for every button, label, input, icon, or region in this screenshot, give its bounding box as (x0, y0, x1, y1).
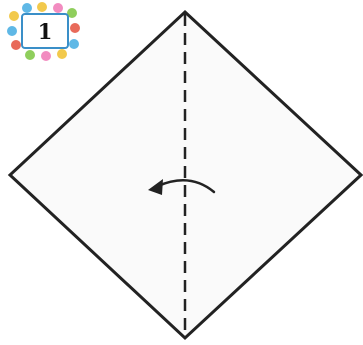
frame-dot-6 (57, 49, 67, 59)
frame-dot-2 (7, 26, 17, 36)
step-badge: 1 (7, 2, 80, 61)
frame-dot-1 (9, 11, 19, 21)
frame-dot-3 (11, 40, 21, 50)
frame-dot-4 (25, 50, 35, 60)
frame-dot-10 (53, 3, 63, 13)
frame-dot-11 (37, 2, 47, 12)
frame-dot-5 (41, 51, 51, 61)
frame-dot-12 (22, 3, 32, 13)
frame-dot-8 (70, 23, 80, 33)
frame-dot-7 (69, 39, 79, 49)
step-number: 1 (38, 19, 53, 44)
